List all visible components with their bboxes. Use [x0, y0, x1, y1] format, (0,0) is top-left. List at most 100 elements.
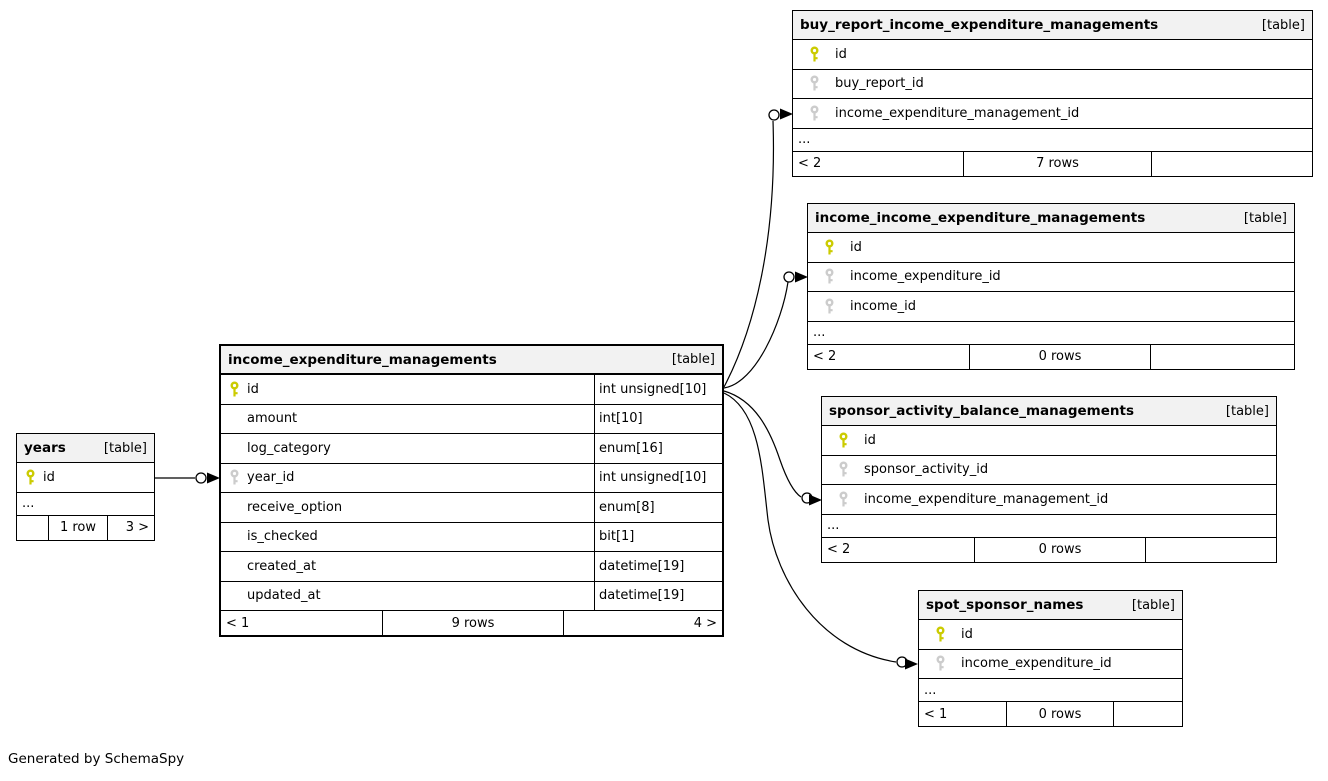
column-type: int unsigned[10]	[594, 375, 722, 404]
foreign-key-icon	[838, 491, 849, 508]
table-header: spot_sponsor_names [table]	[919, 591, 1182, 620]
edge-iem-to-sponsor-activity-balance	[723, 390, 822, 506]
table-node-income-income-expenditure-managements[interactable]: income_income_expenditure_managements [t…	[807, 203, 1295, 370]
column-row-income-expenditure-id: income_expenditure_id	[808, 262, 1294, 292]
table-footer: < 1 0 rows	[919, 702, 1182, 726]
column-name: log_category	[247, 440, 331, 456]
foreign-key-icon	[824, 268, 835, 285]
table-node-years[interactable]: years [table] id ... 1 row 3 >	[16, 433, 155, 541]
column-type: bit[1]	[594, 522, 722, 551]
footer-row-count: 0 rows	[969, 344, 1151, 369]
column-type: int unsigned[10]	[594, 463, 722, 492]
column-type: datetime[19]	[594, 552, 722, 581]
table-header: income_expenditure_managements [table]	[221, 346, 722, 375]
table-tag: [table]	[1225, 403, 1269, 419]
foreign-key-icon	[809, 105, 820, 122]
foreign-key-icon	[824, 298, 835, 315]
footer-child-count	[1146, 538, 1276, 562]
column-row-is-checked: is_checked bit[1]	[221, 522, 722, 552]
footer-parent-count: < 2	[798, 156, 822, 171]
column-row-id: id	[793, 40, 1312, 70]
primary-key-icon	[935, 626, 946, 643]
ellipsis-row: ...	[919, 679, 1182, 702]
column-name: income_expenditure_management_id	[864, 491, 1109, 507]
foreign-key-icon	[229, 469, 240, 486]
footer-child-count	[1114, 702, 1182, 726]
ellipsis-row: ...	[808, 321, 1294, 345]
column-row-year-id: year_id int unsigned[10]	[221, 463, 722, 493]
edge-iem-to-spot-sponsor-names	[723, 392, 918, 670]
table-footer: < 2 0 rows	[808, 344, 1294, 369]
column-name: id	[850, 239, 862, 255]
primary-key-icon	[838, 432, 849, 449]
column-name: year_id	[247, 470, 295, 486]
column-row-income-expenditure-management-id: income_expenditure_management_id	[793, 99, 1312, 129]
table-tag: [table]	[1243, 210, 1287, 226]
column-name: income_expenditure_id	[961, 656, 1112, 672]
footer-parent-count	[17, 516, 48, 540]
ellipsis-row: ...	[822, 514, 1276, 538]
column-row-created-at: created_at datetime[19]	[221, 552, 722, 582]
table-footer: < 1 9 rows 4 >	[221, 611, 722, 635]
column-type: enum[8]	[594, 493, 722, 522]
footer-row-count: 1 row	[48, 515, 108, 540]
column-name: income_expenditure_id	[850, 269, 1001, 285]
column-name: id	[835, 46, 847, 62]
table-node-spot-sponsor-names[interactable]: spot_sponsor_names [table] id income_exp…	[918, 590, 1183, 727]
table-header: buy_report_income_expenditure_management…	[793, 11, 1312, 40]
column-name: id	[43, 469, 55, 485]
column-type: datetime[19]	[594, 581, 722, 610]
column-name: amount	[247, 411, 298, 427]
generator-note: Generated by SchemaSpy	[8, 751, 185, 767]
footer-parent-count: < 2	[813, 349, 837, 364]
ellipsis-row: ...	[17, 492, 154, 516]
table-node-buy-report-income-expenditure-managements[interactable]: buy_report_income_expenditure_management…	[792, 10, 1313, 177]
column-name: id	[961, 626, 973, 642]
ellipsis-row: ...	[793, 128, 1312, 152]
column-name: id	[864, 432, 876, 448]
footer-parent-count: < 1	[924, 706, 948, 722]
table-name[interactable]: years	[24, 440, 66, 456]
column-name: income_expenditure_management_id	[835, 105, 1080, 121]
primary-key-icon	[809, 46, 820, 63]
footer-child-count	[1151, 345, 1294, 369]
column-name: sponsor_activity_id	[864, 462, 989, 478]
column-name: updated_at	[247, 588, 321, 604]
column-name: created_at	[247, 558, 317, 574]
ellipsis-text: ...	[924, 682, 937, 698]
column-row-receive-option: receive_option enum[8]	[221, 493, 722, 523]
table-name[interactable]: income_expenditure_managements	[228, 351, 497, 368]
column-row-income-expenditure-id: income_expenditure_id	[919, 649, 1182, 679]
ellipsis-text: ...	[798, 132, 811, 147]
table-tag: [table]	[1261, 17, 1305, 33]
column-name: id	[247, 381, 259, 397]
table-header: income_income_expenditure_managements [t…	[808, 204, 1294, 233]
table-footer: < 2 0 rows	[822, 537, 1276, 562]
edge-years-to-income-expenditure-managements	[155, 472, 220, 484]
column-type: int[10]	[594, 404, 722, 433]
table-name[interactable]: income_income_expenditure_managements	[815, 210, 1146, 226]
table-node-income-expenditure-managements[interactable]: income_expenditure_managements [table] i…	[219, 344, 724, 637]
table-name[interactable]: sponsor_activity_balance_managements	[829, 403, 1134, 419]
column-row-id: id	[808, 233, 1294, 263]
column-name: buy_report_id	[835, 76, 924, 92]
table-name[interactable]: buy_report_income_expenditure_management…	[800, 17, 1159, 33]
primary-key-icon	[229, 381, 240, 398]
table-tag: [table]	[671, 352, 715, 367]
table-header: sponsor_activity_balance_managements [ta…	[822, 397, 1276, 426]
column-row-id: id	[17, 463, 154, 493]
foreign-key-icon	[838, 461, 849, 478]
table-footer: < 2 7 rows	[793, 151, 1312, 176]
column-name: income_id	[850, 298, 916, 314]
column-row-log-category: log_category enum[16]	[221, 434, 722, 464]
edge-iem-to-buy-report	[723, 108, 793, 388]
ellipsis-text: ...	[22, 496, 35, 511]
table-node-sponsor-activity-balance-managements[interactable]: sponsor_activity_balance_managements [ta…	[821, 396, 1277, 563]
footer-row-count: 0 rows	[1006, 702, 1114, 726]
table-name[interactable]: spot_sponsor_names	[926, 597, 1084, 613]
column-row-income-expenditure-management-id: income_expenditure_management_id	[822, 485, 1276, 515]
column-name: is_checked	[247, 529, 318, 545]
column-row-amount: amount int[10]	[221, 404, 722, 434]
footer-row-count: 7 rows	[963, 151, 1152, 176]
column-name: receive_option	[247, 499, 343, 515]
